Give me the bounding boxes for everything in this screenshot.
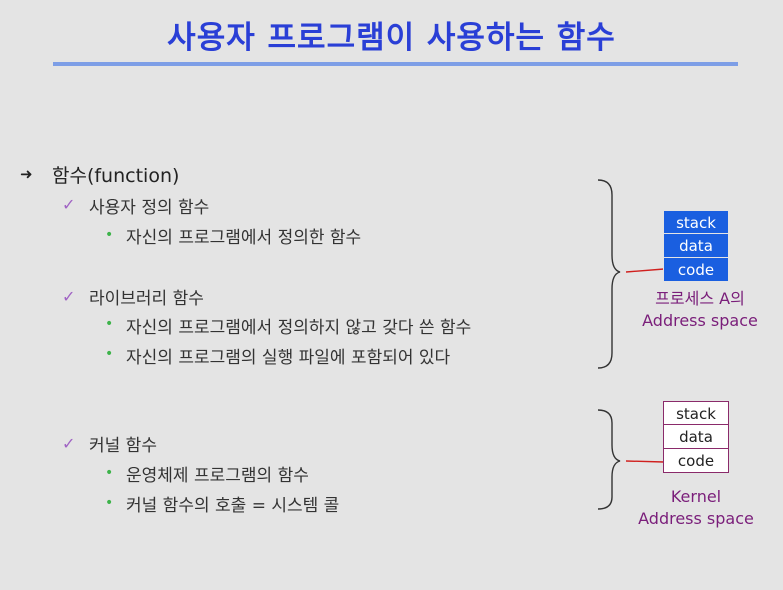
bullet-dot-icon: • — [105, 495, 114, 511]
bullet-dot-icon: • — [105, 346, 114, 362]
section-label-library: 라이브러리 함수 — [89, 289, 204, 309]
kernel-data-cell: data — [663, 425, 729, 449]
bullet-dot-icon: • — [105, 316, 114, 332]
process-caption-line2: Address space — [642, 311, 758, 330]
process-stack-cell: stack — [663, 210, 729, 234]
bullet-dot-icon: • — [105, 465, 114, 481]
check-icon: ✓ — [62, 195, 76, 214]
process-caption: 프로세스 A의 Address space — [630, 288, 770, 332]
page-title: 사용자 프로그램이 사용하는 함수 — [167, 20, 616, 56]
process-code-cell: code — [663, 258, 729, 282]
kernel-caption-line2: Address space — [638, 509, 754, 528]
kernel-address-space-box: stack data code — [663, 401, 729, 473]
check-icon: ✓ — [62, 287, 76, 306]
kernel-stack-cell: stack — [663, 401, 729, 425]
list-item: 자신의 프로그램의 실행 파일에 포함되어 있다 — [126, 348, 451, 368]
list-item: 자신의 프로그램에서 정의하지 않고 갖다 쓴 함수 — [126, 318, 472, 338]
brace-kernel — [597, 409, 621, 510]
list-item: 운영체제 프로그램의 함수 — [126, 466, 309, 486]
bullet-dot-icon: • — [105, 227, 114, 243]
process-data-cell: data — [663, 234, 729, 258]
list-item: 자신의 프로그램에서 정의한 함수 — [126, 228, 362, 248]
arrow-kernel-code — [625, 460, 665, 463]
arrow-bullet-icon: ➜ — [20, 165, 33, 183]
process-address-space-box: stack data code — [663, 210, 729, 282]
kernel-caption-line1: Kernel — [670, 487, 722, 506]
list-item: 커널 함수의 호출 = 시스템 콜 — [126, 496, 340, 516]
kernel-caption: Kernel Address space — [626, 486, 766, 530]
check-icon: ✓ — [62, 434, 76, 453]
process-caption-line1: 프로세스 A의 — [655, 289, 745, 308]
section-label-user-defined: 사용자 정의 함수 — [89, 198, 210, 218]
section-label-kernel: 커널 함수 — [89, 436, 157, 456]
title-divider — [53, 62, 738, 66]
heading-functions: 함수(function) — [52, 165, 180, 187]
kernel-code-cell: code — [663, 449, 729, 473]
arrow-process-code — [625, 268, 665, 273]
brace-process — [597, 179, 621, 369]
